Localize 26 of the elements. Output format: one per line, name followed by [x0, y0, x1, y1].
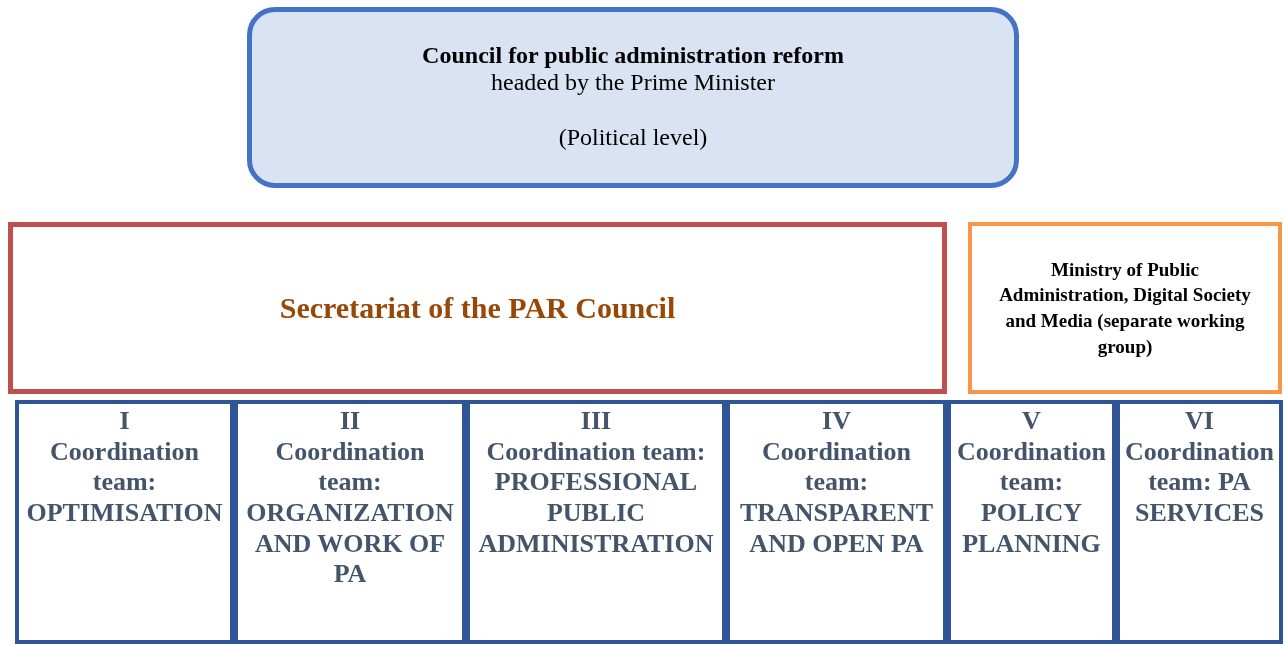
roman-numeral: II [339, 406, 361, 437]
team-box [466, 400, 726, 644]
team-label: Coordination team: ORGANIZATION AND WORK OF PA [245, 436, 455, 591]
roman-numeral: VI [1185, 406, 1214, 437]
council-box [247, 7, 1019, 188]
subtitle: (Political level) [558, 124, 708, 151]
team-label: Coordination team: PROFESSIONAL PUBLIC ADMINISTRATION [477, 436, 715, 560]
roman-numeral: IV [822, 406, 851, 437]
team-box [726, 400, 947, 644]
team-box [15, 400, 234, 644]
team-label: Coordination team: PA SERVICES [1125, 436, 1274, 529]
team-box [1116, 400, 1283, 644]
roman-numeral: V [1022, 406, 1041, 437]
heading: Council for public administration reform [422, 42, 844, 69]
box-title: Secretariat of the PAR Council [279, 291, 676, 325]
roman-numeral: I [119, 406, 130, 437]
ministry-box [968, 222, 1282, 394]
team-label: Coordination team: OPTIMISATION [25, 436, 224, 529]
secretariat-box [8, 222, 947, 394]
roman-numeral: III [580, 406, 612, 437]
subtitle: headed by the Prime Minister [491, 69, 775, 96]
box-title: Ministry of Public Administration, Digital Society and Media (separate working group) [998, 257, 1252, 359]
team-box [947, 400, 1116, 644]
team-label: Coordination team: POLICY PLANNING [957, 436, 1106, 560]
team-box [234, 400, 466, 644]
team-label: Coordination team: TRANSPARENT AND OPEN PA [738, 436, 935, 560]
